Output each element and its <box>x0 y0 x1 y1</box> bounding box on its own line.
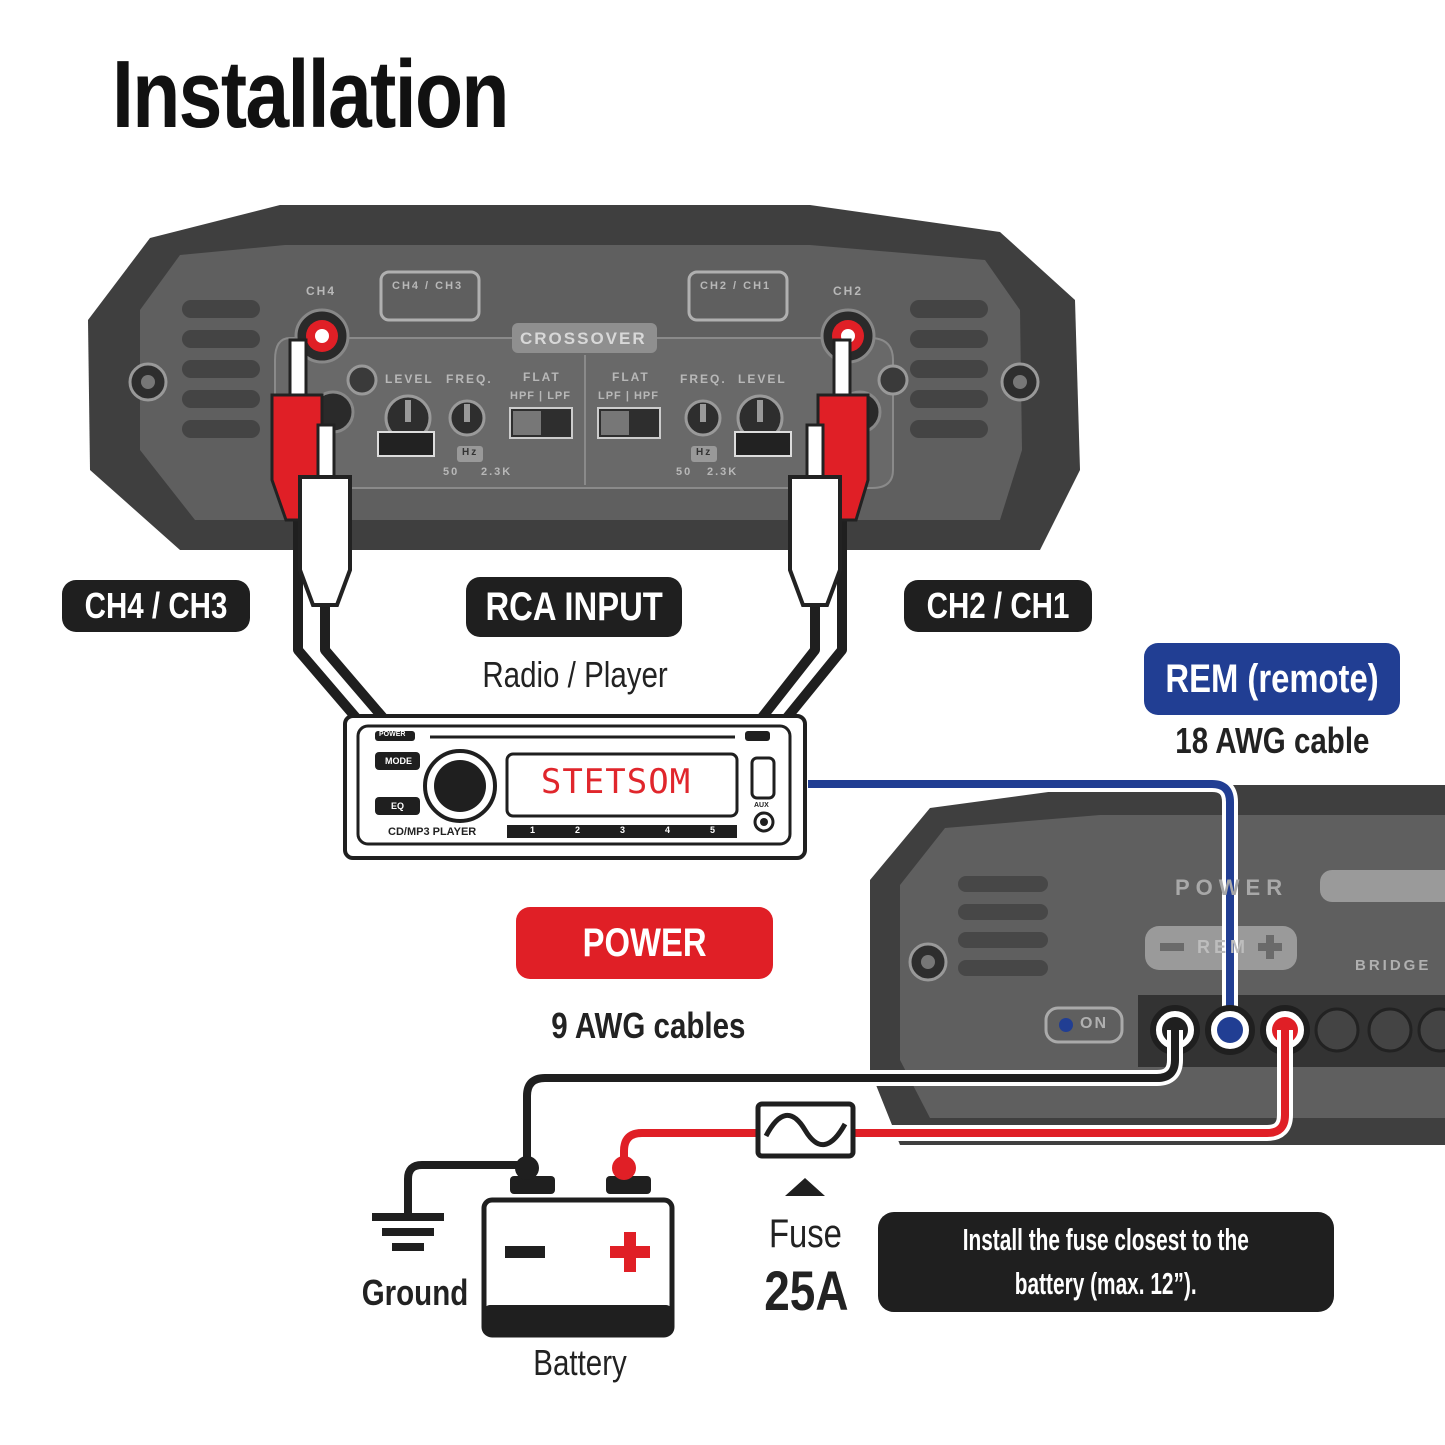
ch2-ch1-badge: CH2 / CH1 <box>904 580 1092 632</box>
bottom-amp-power-label: POWER <box>1175 875 1289 900</box>
hz-label-right: Hz <box>696 447 713 458</box>
head-unit <box>343 714 807 860</box>
fuse-icon <box>755 1101 856 1196</box>
bottom-amp-bridge-label: BRIDGE <box>1355 957 1432 974</box>
head-unit-model: CD/MP3 PLAYER <box>388 826 477 838</box>
freq-label-right: FREQ. <box>680 372 727 386</box>
preset-buttons: 1 2 3 4 5 <box>510 825 735 838</box>
freq-max-left: 2.3K <box>481 466 513 478</box>
ch4-ch3-badge: CH4 / CH3 <box>62 580 250 632</box>
fuse-note-line2: battery (max. 12”). <box>1015 1266 1197 1301</box>
ch2-label: CH2 <box>833 284 864 298</box>
crossover-label: CROSSOVER <box>520 329 647 348</box>
battery-label: Battery <box>533 1342 627 1383</box>
fuse-note-line1: Install the fuse closest to the <box>962 1222 1250 1257</box>
right-bridge-label: CH2 / CH1 <box>700 280 772 292</box>
head-unit-eq: EQ <box>391 801 405 811</box>
bottom-amp-on-label: ON <box>1080 1015 1108 1032</box>
level-label-right: LEVEL <box>738 372 787 386</box>
preset-1: 1 <box>529 825 535 835</box>
power-badge: POWER <box>516 907 773 979</box>
ground-label: Ground <box>361 1272 469 1313</box>
top-amplifier <box>88 205 1080 550</box>
left-bridge-label: CH4 / CH3 <box>392 280 464 292</box>
rem-cable-label: 18 AWG cable <box>1175 720 1370 761</box>
bottom-amp-rem-label: REM <box>1197 937 1249 957</box>
rca-plug-left-white <box>298 423 352 607</box>
power-cable-label: 9 AWG cables <box>551 1005 746 1046</box>
fuse-rating-label: 25A <box>764 1259 849 1322</box>
battery-icon <box>481 1156 675 1338</box>
level-label-left: LEVEL <box>385 372 434 386</box>
head-unit-power: POWER <box>379 731 406 738</box>
preset-2: 2 <box>574 825 580 835</box>
freq-label-left: FREQ. <box>446 372 493 386</box>
rem-badge: REM (remote) <box>1144 643 1400 715</box>
hz-label-left: Hz <box>462 447 479 458</box>
preset-3: 3 <box>619 825 625 835</box>
head-unit-aux: AUX <box>754 802 769 809</box>
hpf-lpf-label: HPF | LPF <box>510 390 571 402</box>
head-unit-display: STETSOM <box>540 762 692 802</box>
page-title: Installation <box>112 41 509 148</box>
rca-plug-right-white <box>788 423 842 607</box>
fuse-label: Fuse <box>768 1212 842 1256</box>
ch4-label: CH4 <box>306 284 337 298</box>
freq-min-left: 50 <box>443 466 460 478</box>
freq-min-right: 50 <box>676 466 693 478</box>
freq-max-right: 2.3K <box>707 466 739 478</box>
radio-player-label: Radio / Player <box>482 654 668 695</box>
preset-4: 4 <box>664 825 670 835</box>
fuse-note: Install the fuse closest to the battery … <box>878 1212 1334 1312</box>
flat-label-right: FLAT <box>612 370 650 384</box>
preset-5: 5 <box>709 825 715 835</box>
ground-symbol-icon <box>372 1213 444 1251</box>
head-unit-mode: MODE <box>385 756 412 766</box>
lpf-hpf-label: LPF | HPF <box>598 390 659 402</box>
flat-label-left: FLAT <box>523 370 561 384</box>
rca-input-badge: RCA INPUT <box>466 577 682 637</box>
